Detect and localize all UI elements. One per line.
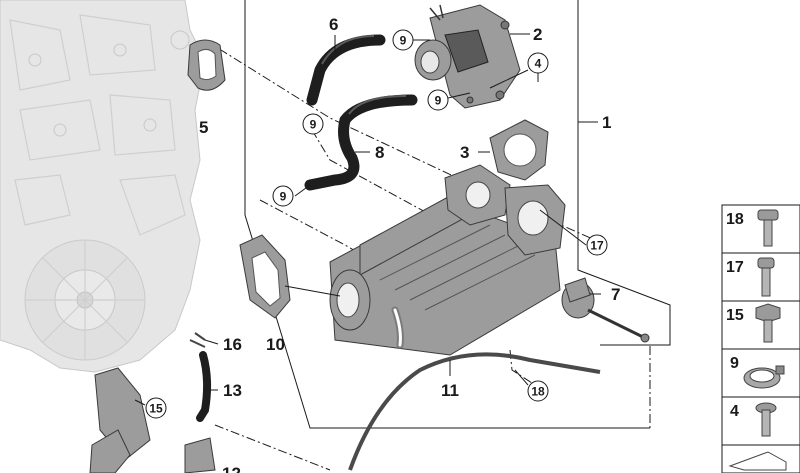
- circled-callout-4: 4: [527, 52, 549, 74]
- part-6-hose: [306, 34, 386, 106]
- callout-5: 5: [199, 118, 208, 137]
- engine-block: [0, 0, 206, 373]
- svg-text:18: 18: [531, 385, 545, 399]
- circled-callouts: 4 9 9 9 9 15 17 18: [145, 29, 608, 419]
- circled-callout-9b: 9: [427, 89, 449, 111]
- callout-8: 8: [375, 143, 384, 162]
- side-item-bracket: [721, 444, 800, 473]
- svg-text:9: 9: [310, 118, 317, 132]
- svg-text:4: 4: [730, 403, 739, 420]
- part-5-gasket: [187, 39, 226, 91]
- svg-text:9: 9: [730, 355, 739, 372]
- callout-10: 10: [266, 335, 285, 354]
- callout-11: 11: [441, 381, 459, 400]
- callout-3: 3: [460, 143, 469, 162]
- svg-text:15: 15: [149, 402, 163, 416]
- circled-callout-9d: 9: [272, 185, 294, 207]
- svg-text:9: 9: [435, 94, 442, 108]
- side-item-9: 9: [721, 348, 800, 398]
- side-item-18: 18: [721, 204, 800, 254]
- callout-7: 7: [611, 285, 620, 304]
- svg-text:9: 9: [280, 190, 287, 204]
- circled-callout-15: 15: [145, 397, 167, 419]
- part-11-hose: [348, 352, 601, 471]
- callout-1: 1: [602, 113, 611, 132]
- callout-2: 2: [533, 25, 542, 44]
- part-7-actuator: [561, 277, 650, 343]
- part-16-13-12: [89, 332, 216, 473]
- svg-text:18: 18: [726, 211, 744, 228]
- part-2-egr-valve: [414, 4, 521, 109]
- callout-12: 12: [222, 464, 241, 473]
- part-8-hose: [304, 94, 418, 191]
- part-10-gasket: [239, 234, 291, 319]
- circled-callout-9c: 9: [302, 113, 324, 135]
- side-parts-panel: 18 17 15 9 4: [721, 204, 800, 473]
- circled-callout-17: 17: [586, 234, 608, 256]
- circled-callout-18: 18: [527, 380, 549, 402]
- side-item-17: 17: [721, 252, 800, 302]
- svg-text:4: 4: [535, 57, 542, 71]
- egr-cooler: [329, 164, 566, 356]
- circled-callout-9a: 9: [392, 29, 414, 51]
- svg-text:17: 17: [590, 239, 604, 253]
- callout-labels: 1 2 3 5 6 7 8 10 11 12 13 16: [199, 15, 620, 473]
- leader-lines: [134, 33, 601, 406]
- part-3-gasket: [489, 119, 549, 181]
- svg-text:9: 9: [400, 34, 407, 48]
- side-item-4: 4: [721, 396, 800, 446]
- callout-13: 13: [223, 381, 242, 400]
- svg-text:17: 17: [726, 259, 744, 276]
- side-item-15: 15: [721, 300, 800, 350]
- callout-16: 16: [223, 335, 242, 354]
- callout-6: 6: [329, 15, 338, 34]
- svg-text:15: 15: [726, 307, 744, 324]
